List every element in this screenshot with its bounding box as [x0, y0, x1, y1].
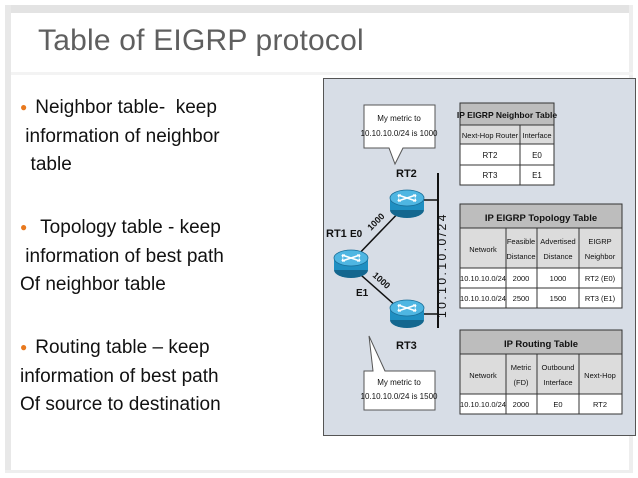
router-rt1-label: RT1 — [326, 228, 347, 240]
router-rt1-icon — [333, 249, 369, 279]
bullet-item: ● Routing table – keep information of bes… — [20, 334, 320, 419]
callout-rt2 — [363, 104, 436, 166]
bullet-item: ● Topology table - keep information of b… — [20, 214, 320, 299]
neighbor-cell: RT2 — [483, 151, 499, 160]
bullet-text: information of neighbor — [20, 126, 220, 147]
topology-header: Network — [469, 245, 497, 254]
topology-header: Advertised — [540, 237, 575, 246]
topology-cell: 2000 — [513, 274, 530, 283]
left-border — [5, 5, 11, 473]
topology-table-title: IP EIGRP Topology Table — [485, 213, 597, 224]
callout-rt3-line2: 10.10.10.0/24 is 1500 — [361, 392, 439, 401]
topology-cell: 2500 — [513, 294, 530, 303]
topology-cell: RT3 (E1) — [585, 294, 616, 303]
bullet-item: ● Neighbor table- keep information of nei… — [20, 94, 320, 179]
network-label: 10.10.10.0/24 — [435, 212, 449, 318]
routing-header: Metric — [511, 363, 532, 372]
router-rt2-label: RT2 — [396, 168, 417, 180]
bullet-text: table — [20, 154, 72, 175]
topology-cell: 1000 — [550, 274, 567, 283]
router-rt1-e0-label: E0 — [350, 229, 363, 240]
router-rt2-icon — [389, 189, 425, 219]
topology-header: EIGRP — [588, 237, 611, 246]
callout-rt2-line1: My metric to — [377, 114, 421, 123]
neighbor-cell: E0 — [532, 151, 542, 160]
bullet-text: Of source to destination — [20, 394, 221, 415]
bullet-dot-icon: ● — [20, 340, 28, 354]
callout-rt3 — [363, 335, 436, 411]
bottom-border — [5, 470, 633, 473]
bullet-dot-icon: ● — [20, 100, 28, 114]
routing-table-title-bar — [459, 329, 623, 355]
bullet-text: Topology table - keep — [35, 217, 221, 238]
neighbor-table: IP EIGRP Neighbor Table Next-Hop Router … — [457, 102, 557, 186]
neighbor-header: Interface — [522, 131, 551, 140]
routing-header: Network — [469, 371, 497, 380]
bullet-text: information of best path — [20, 366, 219, 387]
topology-table: IP EIGRP Topology Table Network Feasible… — [459, 203, 623, 309]
callout-rt3-line1: My metric to — [377, 378, 421, 387]
neighbor-table-title: IP EIGRP Neighbor Table — [457, 110, 557, 120]
neighbor-header: Next-Hop Router — [462, 131, 519, 140]
routing-cell: 2000 — [513, 400, 530, 409]
routing-header: Next-Hop — [584, 371, 616, 380]
router-rt1-e1-label: E1 — [356, 288, 369, 299]
routing-table: IP Routing Table Network Metric (FD) Out… — [459, 329, 623, 415]
callout-rt2-line2: 10.10.10.0/24 is 1000 — [361, 129, 439, 138]
topology-header: Neighbor — [585, 252, 616, 261]
bullet-text: information of best path — [20, 246, 224, 267]
topology-cell: 1500 — [550, 294, 567, 303]
bullet-text: Routing table – keep — [35, 337, 210, 358]
topology-cell: 10.10.10.0/24 — [460, 294, 506, 303]
topology-header: Distance — [543, 252, 572, 261]
neighbor-cell: E1 — [532, 171, 542, 180]
topology-header: Feasible — [507, 237, 535, 246]
eigrp-diagram: 10.10.10.0/24 1000 1000 RT2 RT1 E0 E1 RT… — [323, 78, 636, 436]
bullet-list: ● Neighbor table- keep information of nei… — [20, 94, 320, 454]
title-rule — [11, 72, 633, 75]
top-border — [5, 5, 633, 13]
routing-header: Outbound — [542, 363, 575, 372]
neighbor-cell: RT3 — [483, 171, 499, 180]
router-rt3-icon — [389, 299, 425, 329]
bullet-text: Neighbor table- keep — [35, 97, 217, 118]
slide-title: Table of EIGRP protocol — [38, 24, 364, 57]
routing-table-title: IP Routing Table — [504, 339, 578, 350]
routing-cell: RT2 — [593, 400, 607, 409]
router-rt3-label: RT3 — [396, 340, 417, 352]
topology-cell: 10.10.10.0/24 — [460, 274, 506, 283]
topology-cell: RT2 (E0) — [585, 274, 616, 283]
routing-cell: 10.10.10.0/24 — [460, 400, 506, 409]
bullet-dot-icon: ● — [20, 220, 28, 234]
topology-header: Distance — [506, 252, 535, 261]
bullet-text: Of neighbor table — [20, 274, 166, 295]
routing-header: (FD) — [514, 378, 529, 387]
routing-header: Interface — [543, 378, 572, 387]
routing-cell: E0 — [553, 400, 562, 409]
